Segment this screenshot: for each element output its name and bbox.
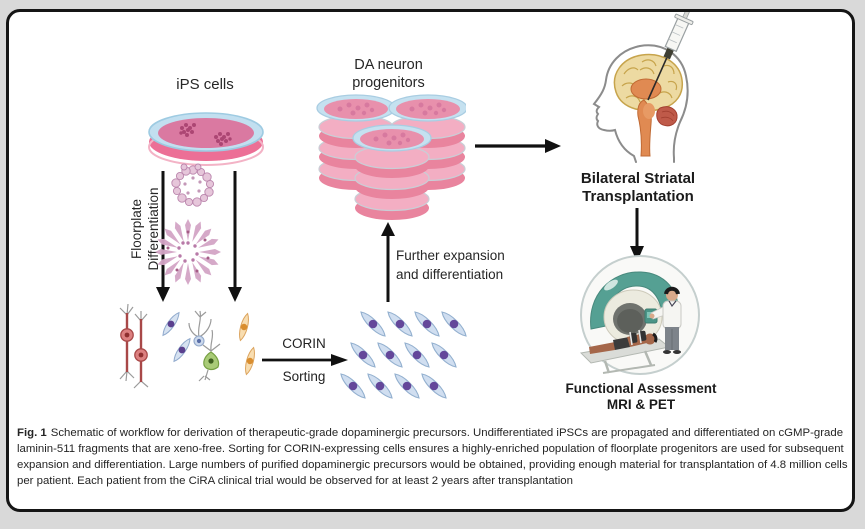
head-injection-icon	[592, 12, 694, 163]
arrow-down-left-icon	[156, 171, 170, 302]
brain-icon	[613, 53, 684, 157]
patient	[589, 329, 658, 354]
assessment-line1: Functional Assessment	[565, 381, 717, 396]
assessment-line2: MRI & PET	[606, 397, 676, 412]
dish-stacks-icon	[316, 94, 466, 220]
figure-caption-label: Fig. 1	[17, 427, 47, 440]
da-progenitors-label: DA neuron progenitors	[326, 56, 451, 92]
bilateral-striatal-label: Bilateral Striatal Transplantation	[558, 170, 718, 205]
transplant-line2: Transplantation	[582, 187, 694, 205]
ips-cells-label: iPS cells	[176, 76, 234, 93]
expansion-line1: Further expansion	[396, 248, 505, 263]
da-progenitors-line1: DA neuron	[354, 57, 423, 73]
figure-caption-body: Schematic of workflow for derivation of …	[17, 427, 848, 488]
corin-line1: CORIN	[282, 336, 326, 351]
corin-arrow-right-icon	[262, 354, 348, 366]
mri-scanner-icon	[579, 255, 700, 375]
mixed-cells-icon	[119, 303, 258, 389]
petri-dish-icon	[148, 112, 264, 166]
arrow-down-icon	[630, 208, 644, 262]
dish-stack	[352, 124, 432, 220]
arrow-down-right-icon	[228, 171, 242, 302]
sorted-cells-icon	[337, 308, 470, 402]
corin-line2: Sorting	[282, 369, 326, 384]
technician	[649, 286, 682, 354]
cell-colonies	[179, 123, 232, 146]
arrow-right-icon	[475, 139, 561, 153]
functional-assessment-label: Functional Assessment MRI & PET	[552, 381, 730, 413]
further-expansion-label: Further expansion and differentiation	[396, 246, 505, 284]
da-progenitors-line2: progenitors	[352, 75, 425, 91]
rosette-cluster-icon	[171, 163, 215, 207]
arrow-up-icon	[381, 222, 395, 302]
corin-sorting-label: CORIN Sorting	[260, 336, 348, 384]
spiky-cluster-icon	[155, 219, 221, 285]
figure-panel	[6, 9, 855, 512]
expansion-line2: and differentiation	[396, 267, 504, 282]
syringe-icon	[647, 12, 694, 101]
floorplate-line1: Floorplate	[129, 198, 144, 260]
transplant-line1: Bilateral Striatal	[580, 170, 696, 187]
